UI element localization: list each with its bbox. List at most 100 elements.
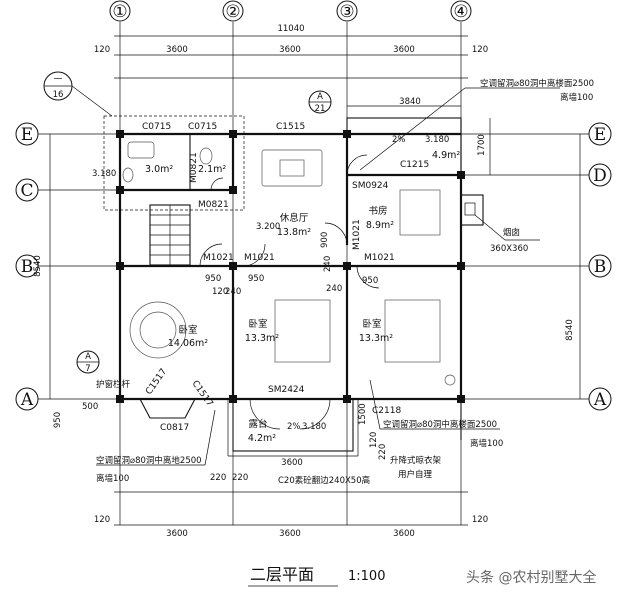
code-c1215: C1215 <box>400 160 429 170</box>
bath2-area: 2.1m² <box>198 164 226 175</box>
axis-label-left-b: B <box>21 257 34 277</box>
dim-240a: 240 <box>225 287 241 297</box>
bed-mid-name: 卧室 <box>248 318 267 330</box>
bed-right-icon <box>384 299 441 363</box>
axis-bubble-right-d <box>588 163 612 187</box>
axis-label-right-b: B <box>594 257 607 277</box>
axis-bubble-left-b <box>15 254 39 278</box>
room-labels: 3.0m² 2.1m² 休息厅 13.8m² 书房 8.9m² 4.9m² 卧室… <box>145 150 460 444</box>
code-m1021d: M1021 <box>364 253 395 263</box>
code-c1517a: C1517 <box>144 367 169 397</box>
axis-bubble-left-e <box>15 122 39 146</box>
detail-116-top: 一 <box>54 75 63 85</box>
title-text: 二层平面 <box>250 565 314 584</box>
code-m1021a: M1021 <box>203 253 234 263</box>
axis-label-1: ① <box>112 2 127 22</box>
study-area: 8.9m² <box>366 220 394 231</box>
detail-a21-top: A <box>317 92 323 102</box>
dim-240c: 240 <box>323 256 333 272</box>
axis-bubbles-left: E C B A <box>15 122 39 411</box>
dim-total-width: 11040 <box>277 24 304 34</box>
annotations: 空调留洞⌀80洞中离楼面2500 离墙100 空调留洞⌀80洞中离楼面2500 … <box>43 71 594 486</box>
bed-left-area: 14.06m² <box>168 338 208 349</box>
axis-label-2: ② <box>225 2 240 22</box>
dim-right-1700: 1700 <box>477 134 487 156</box>
bed-mid-icon <box>274 299 331 363</box>
axis-label-left-e: E <box>21 125 33 145</box>
dim-900: 900 <box>320 232 330 248</box>
dim-bot-seg-1: 3600 <box>166 529 188 539</box>
axis-bubble-right-e <box>588 122 612 146</box>
axis-label-right-e: E <box>594 125 606 145</box>
coffee-table-icon <box>279 159 305 177</box>
dim-top-seg-3: 3600 <box>393 45 415 55</box>
axis-bubbles-right: E D B A <box>588 122 612 411</box>
furniture <box>122 141 456 386</box>
dim-bot-left-120: 120 <box>94 515 110 525</box>
title-scale: 1:100 <box>348 569 385 584</box>
dim-top-right-120: 120 <box>472 45 488 55</box>
axis-bubble-right-a <box>588 387 612 411</box>
code-m1021b: M1021 <box>244 253 275 263</box>
sofa-set-icon <box>261 149 323 187</box>
note-c20: C20素砼翻边240X50高 <box>278 475 370 486</box>
opening-codes: C0715 C0715 C1515 C1215 SM0924 M0821 M08… <box>142 122 429 433</box>
top-dimensions: 11040 120 3600 3600 3600 120 3840 <box>94 24 488 107</box>
doors <box>199 154 380 430</box>
dim-top-seg-1: 3600 <box>166 45 188 55</box>
study-name: 书房 <box>368 205 387 217</box>
terrace-area: 4.2m² <box>248 433 276 444</box>
slope-2: 2% <box>287 422 301 432</box>
axis-label-left-c: C <box>20 181 33 201</box>
axis-bubble-4 <box>450 0 472 22</box>
dim-220b: 220 <box>232 473 248 483</box>
code-c2118: C2118 <box>372 406 401 416</box>
axis-label-right-a: A <box>593 390 607 410</box>
lounge-name: 休息厅 <box>280 212 309 224</box>
axis-label-right-d: D <box>593 166 607 186</box>
dim-bot-seg-3: 3600 <box>393 529 415 539</box>
level-l4: 3.180 <box>302 422 326 432</box>
misc-dimensions: 950 950 120 240 240 950 240 500 220 220 … <box>82 232 388 483</box>
level-l1: 3.180 <box>92 169 116 179</box>
note-chimney-size: 360X360 <box>490 244 528 254</box>
door-swing-m1021b <box>242 243 266 267</box>
door-swing-sm0924 <box>346 154 368 176</box>
dim-120: 120 <box>212 287 228 297</box>
door-swing-sm2424b <box>299 398 331 430</box>
dim-950b: 950 <box>248 274 264 284</box>
level-l3: 3.200 <box>256 222 280 232</box>
dim-left-120-bottom: 950 <box>53 412 63 428</box>
terrace-name: 露台 <box>248 418 267 430</box>
axis-bubble-right-b <box>588 254 612 278</box>
bathtub-icon <box>127 141 155 159</box>
note-clothes-rack: 升降式晾衣架 <box>390 455 442 466</box>
level-l2: 3.180 <box>425 135 449 145</box>
dim-right-depth: 8540 <box>565 319 575 341</box>
code-m0821a: M0821 <box>189 152 199 183</box>
bed-right-name: 卧室 <box>362 318 381 330</box>
dim-950a: 950 <box>205 274 221 284</box>
note-ac-top2: 离墙100 <box>560 92 593 103</box>
note-ac-left: 空调留洞⌀80洞中离地2500 <box>96 455 202 466</box>
dim-220a: 220 <box>210 473 226 483</box>
axis-bubble-left-a <box>15 387 39 411</box>
note-railing: 护窗栏杆 <box>96 379 131 390</box>
bed-right-area: 13.3m² <box>359 333 393 344</box>
code-sm0924: SM0924 <box>352 181 389 191</box>
door-swing-m1021a <box>199 243 223 267</box>
toilet-icon-2 <box>122 167 134 183</box>
detail-116-bot: 16 <box>53 90 64 100</box>
dim-500: 500 <box>82 402 98 412</box>
note-ac-right: 空调留洞⌀80洞中离楼面2500 <box>383 419 497 430</box>
code-sm2424: SM2424 <box>268 385 305 395</box>
dim-bot-seg-2: 3600 <box>279 529 301 539</box>
detail-a7-top: A <box>85 352 91 362</box>
note-chimney: 烟囱 <box>503 227 520 238</box>
code-c1517b: C1517 <box>190 379 215 409</box>
axis-bubble-3 <box>336 0 358 22</box>
dim-top-seg-2: 3600 <box>279 45 301 55</box>
axis-bubble-1 <box>109 0 131 22</box>
plant-icon <box>444 374 456 386</box>
bottom-dimensions: 120 3600 3600 3600 120 <box>94 491 488 539</box>
